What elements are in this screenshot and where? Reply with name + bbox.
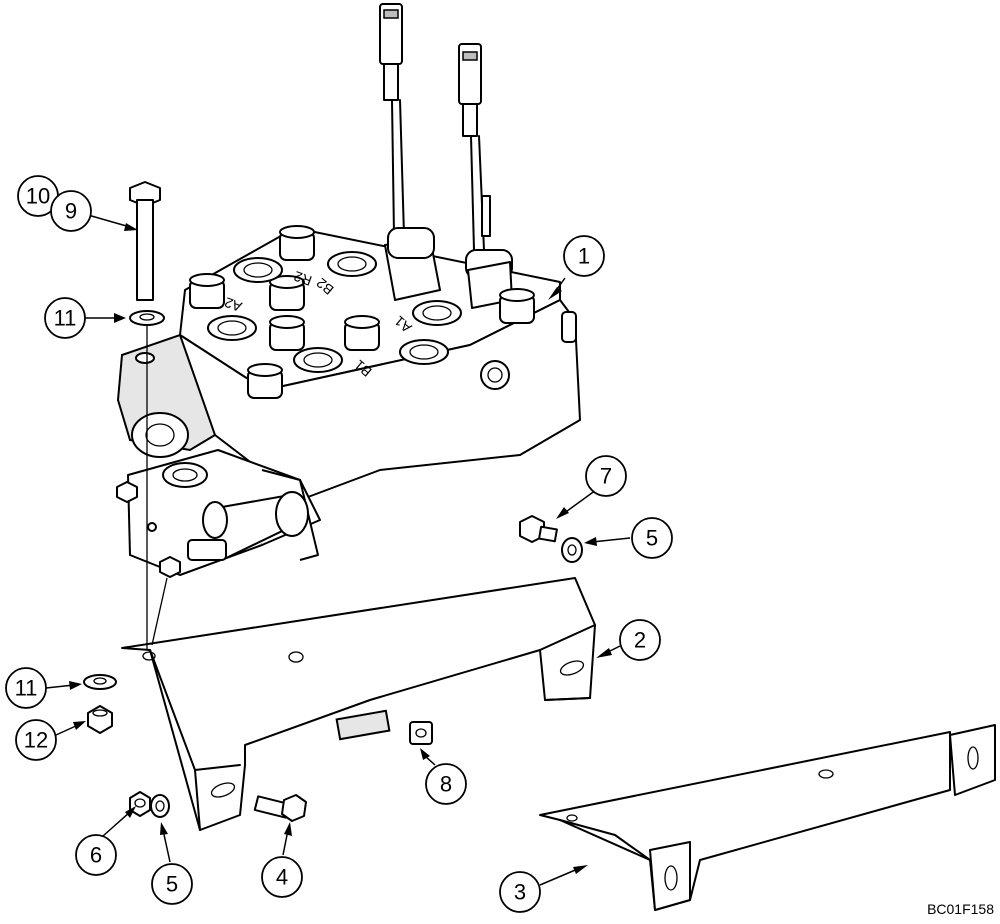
- callout-label: 7: [600, 464, 612, 489]
- mounting-bracket-part-2: [121, 577, 596, 831]
- port-plug: [247, 363, 283, 399]
- callout-10[interactable]: 10: [17, 175, 59, 217]
- control-valve: R2 A2 B2 B1 A1: [116, 225, 581, 578]
- callout-11-upper[interactable]: 11: [44, 297, 86, 339]
- callout-7[interactable]: 7: [585, 455, 627, 497]
- washer-part-11-lower: [83, 674, 117, 690]
- callout-label: 9: [65, 199, 77, 224]
- callout-11-lower[interactable]: 11: [5, 667, 47, 709]
- port-plug: [269, 315, 305, 351]
- callout-label: 6: [90, 843, 102, 868]
- washer-part-5-lower: [150, 794, 170, 818]
- callout-label: 5: [166, 872, 178, 897]
- port-marking: A2: [222, 294, 244, 315]
- nut-part-12: [87, 705, 113, 734]
- figure-id: BC01F158: [927, 901, 994, 917]
- port-plug: [279, 225, 315, 261]
- washer-part-5-upper: [561, 537, 583, 563]
- port-plug: [344, 315, 380, 351]
- callout-label: 3: [514, 880, 526, 905]
- port-plug: [499, 288, 535, 324]
- callout-12[interactable]: 12: [15, 719, 57, 761]
- callout-label: 12: [24, 728, 48, 753]
- callout-label: 8: [440, 772, 452, 797]
- wire-harness-left: [379, 3, 405, 236]
- callout-6[interactable]: 6: [75, 834, 117, 876]
- port-plug: [269, 275, 305, 311]
- port-plug: [189, 273, 225, 309]
- callout-label: 4: [276, 865, 288, 890]
- callout-label: 5: [646, 526, 658, 551]
- callout-5-upper[interactable]: 5: [631, 517, 673, 559]
- mounting-bracket-part-3: [539, 724, 996, 911]
- callout-label: 11: [15, 676, 38, 701]
- callout-label: 1: [578, 244, 590, 269]
- nut-part-6: [129, 791, 151, 817]
- callout-1[interactable]: 1: [563, 235, 605, 277]
- bolt-part-9: [129, 181, 161, 301]
- square-nut-part-8: [409, 721, 433, 745]
- callout-8[interactable]: 8: [425, 763, 467, 805]
- callout-9[interactable]: 9: [50, 190, 92, 232]
- washer-part-11-upper: [129, 310, 165, 326]
- callout-5-lower[interactable]: 5: [151, 863, 193, 905]
- callout-4[interactable]: 4: [261, 856, 303, 898]
- callout-label: 10: [26, 184, 50, 209]
- callout-3[interactable]: 3: [499, 871, 541, 913]
- callout-2[interactable]: 2: [619, 619, 661, 661]
- callout-label: 2: [634, 628, 646, 653]
- bolt-part-7: [519, 515, 558, 543]
- callout-label: 11: [54, 306, 77, 331]
- wire-harness-right: [458, 43, 491, 251]
- port-marking: R2: [291, 268, 313, 289]
- bolt-part-4: [253, 794, 307, 822]
